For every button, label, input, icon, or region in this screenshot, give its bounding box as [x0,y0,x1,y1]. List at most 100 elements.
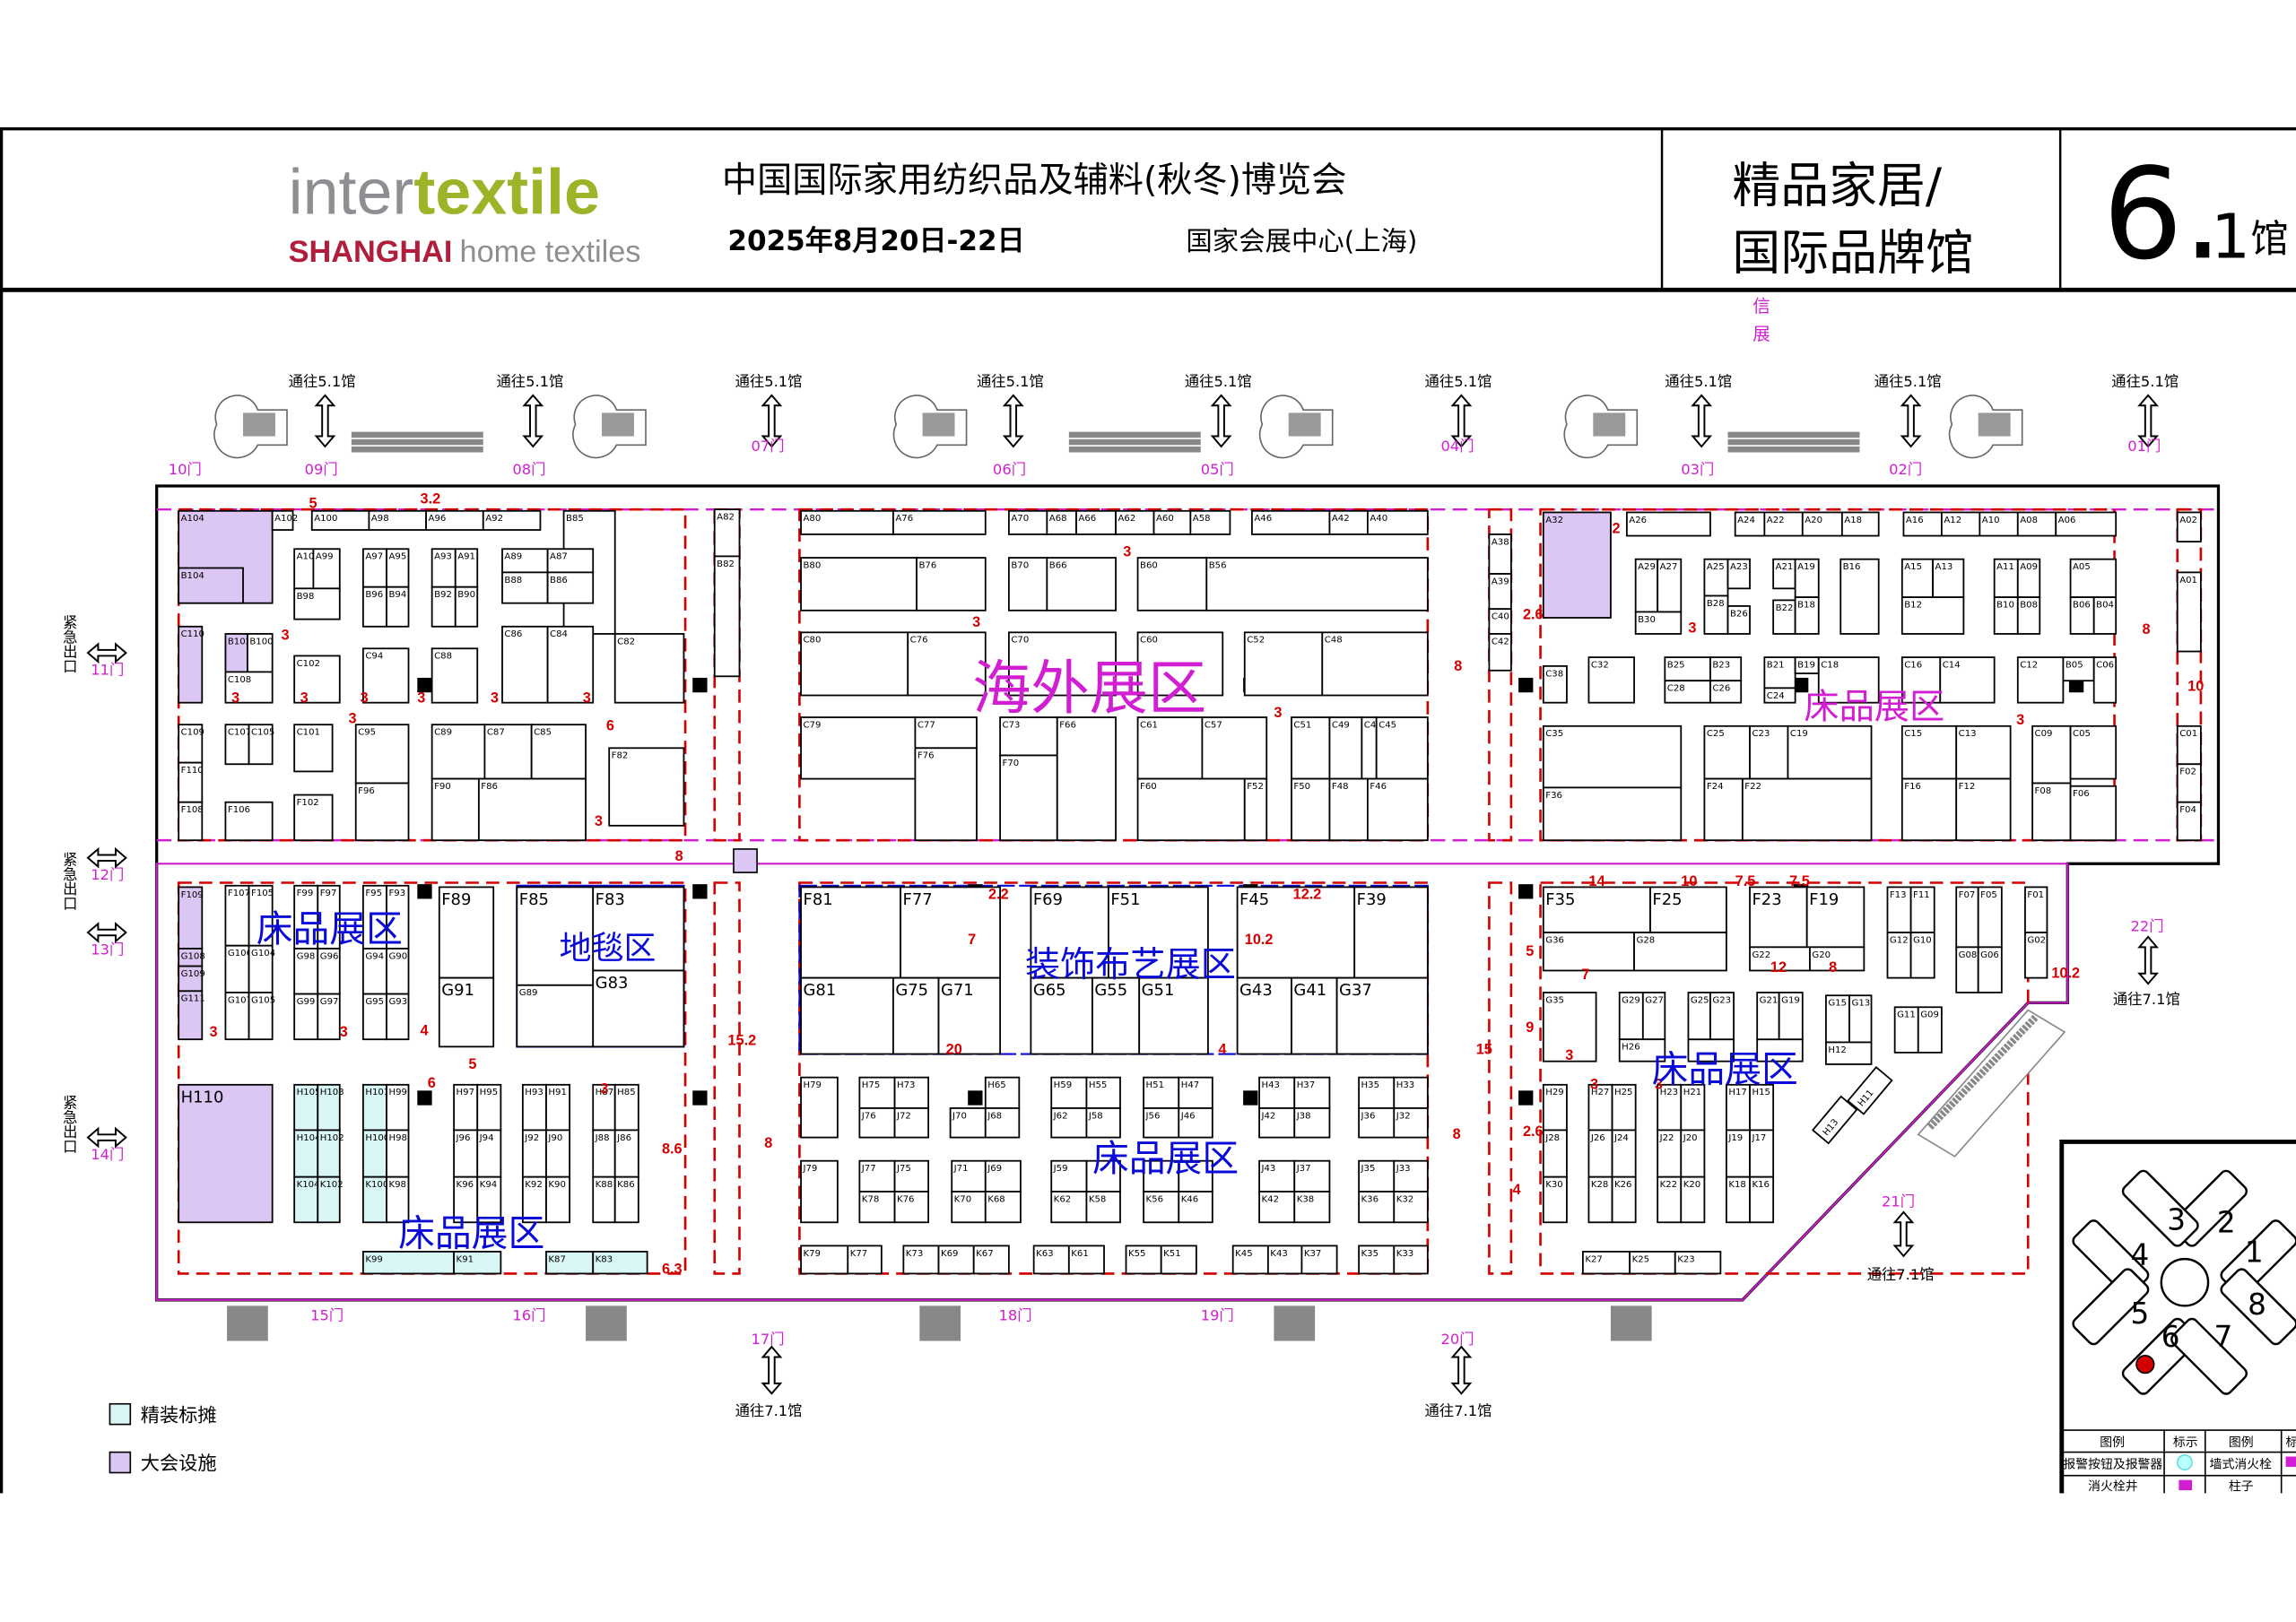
booth-h29[interactable]: H29 [1542,1083,1568,1132]
booth-f76[interactable]: F76 [914,747,978,842]
booth-h93[interactable]: H93 [521,1083,547,1132]
booth-f70[interactable]: F70 [999,754,1058,842]
booth-h51[interactable]: H51 [1143,1076,1180,1109]
booth-j58[interactable]: J58 [1085,1107,1121,1139]
booth-h43[interactable]: H43 [1258,1076,1296,1109]
booth-h15[interactable]: H15 [1749,1083,1775,1132]
booth-k98[interactable]: K98 [386,1175,410,1224]
booth-a29[interactable]: A29 [1634,558,1659,613]
booth-f39[interactable]: F39 [1353,886,1429,979]
booth-b70[interactable]: B70 [1008,557,1048,612]
booth-b30[interactable]: B30 [1634,611,1683,635]
booth-k32[interactable]: K32 [1393,1191,1429,1224]
booth-c80[interactable]: C80 [800,631,909,697]
booth-a13[interactable]: A13 [1932,558,1965,599]
booth-k30[interactable]: K30 [1542,1175,1568,1224]
booth-b86[interactable]: B86 [546,571,595,604]
booth-c15[interactable]: C15 [1900,724,1958,780]
booth-f23[interactable]: F23 [1749,886,1808,949]
booth-j35[interactable]: J35 [1358,1159,1396,1193]
booth-k77[interactable]: K77 [847,1245,883,1275]
booth-c94[interactable]: C94 [362,647,410,704]
booth-b56[interactable]: B56 [1205,557,1429,612]
booth-f102[interactable]: F102 [293,794,334,842]
booth-k20[interactable]: K20 [1680,1175,1706,1224]
booth-g36[interactable]: G36 [1542,932,1635,972]
booth-g41[interactable]: G41 [1291,976,1338,1055]
booth-k26[interactable]: K26 [1611,1175,1637,1224]
booth-j88[interactable]: J88 [592,1129,616,1178]
booth-f02[interactable]: F02 [2176,763,2202,803]
booth-f60[interactable]: F60 [1136,777,1246,842]
booth-h79[interactable]: H79 [800,1076,839,1139]
booth-c105[interactable]: C105 [248,724,275,766]
booth-k91[interactable]: K91 [453,1251,502,1275]
booth-f109[interactable]: F109 [178,886,204,950]
booth-h12[interactable]: H12 [1825,1041,1873,1065]
booth-h25[interactable]: H25 [1611,1083,1637,1132]
booth-a21[interactable]: A21 [1772,558,1796,590]
booth-h26[interactable]: H26 [1618,1038,1666,1063]
booth-g96[interactable]: G96 [317,948,341,995]
booth-a89[interactable]: A89 [501,548,549,574]
booth-c61[interactable]: C61 [1136,716,1204,780]
booth-j68[interactable]: J68 [984,1107,1021,1139]
booth-j42[interactable]: J42 [1258,1107,1296,1139]
booth-a93[interactable]: A93 [430,548,457,588]
booth-j22[interactable]: J22 [1657,1129,1683,1178]
booth-k51[interactable]: K51 [1160,1245,1197,1275]
booth-j36[interactable]: J36 [1358,1107,1396,1139]
booth-b12[interactable]: B12 [1900,596,1965,635]
booth-c24[interactable]: C24 [1763,687,1796,704]
booth-c88[interactable]: C88 [430,647,479,704]
booth-a39[interactable]: A39 [1488,573,1512,611]
booth-c101[interactable]: C101 [293,724,334,773]
booth-a58[interactable]: A58 [1189,509,1231,535]
booth-a68[interactable]: A68 [1046,509,1077,535]
booth-g75[interactable]: G75 [892,976,940,1055]
booth-c109[interactable]: C109 [178,724,204,764]
booth-a26[interactable]: A26 [1625,511,1711,537]
booth-a62[interactable]: A62 [1115,509,1155,535]
booth-g43[interactable]: G43 [1236,976,1292,1055]
booth-f90[interactable]: F90 [430,777,480,842]
booth-h85[interactable]: H85 [613,1083,639,1132]
booth-c12[interactable]: C12 [2016,656,2065,704]
booth-b16[interactable]: B16 [1839,558,1880,635]
booth-j62[interactable]: J62 [1050,1107,1088,1139]
booth-g95[interactable]: G95 [362,993,387,1041]
booth-j75[interactable]: J75 [893,1159,929,1193]
booth-g21[interactable]: G21 [1756,992,1780,1041]
booth-g25[interactable]: G25 [1687,992,1711,1041]
booth-g93[interactable]: G93 [386,993,410,1041]
booth-c85[interactable]: C85 [530,724,587,780]
booth-b26[interactable]: B26 [1726,605,1751,635]
booth-k25[interactable]: K25 [1629,1251,1676,1275]
booth-k69[interactable]: K69 [937,1245,975,1275]
booth-c28[interactable]: C28 [1664,680,1711,704]
booth-a38[interactable]: A38 [1488,533,1512,575]
booth-b05[interactable]: B05 [2062,656,2095,682]
booth-f25[interactable]: F25 [1649,886,1727,933]
booth-g19[interactable]: G19 [1778,992,1804,1041]
booth-a11[interactable]: A11 [1993,558,2019,599]
booth-k70[interactable]: K70 [951,1191,987,1224]
booth-k86[interactable]: K86 [613,1175,639,1224]
booth-h103[interactable]: H103 [317,1083,344,1132]
booth-c35[interactable]: C35 [1542,724,1683,789]
booth-g02[interactable]: G02 [2024,932,2048,979]
booth-f81[interactable]: F81 [800,886,901,979]
booth-c76[interactable]: C76 [907,631,987,697]
booth-h75[interactable]: H75 [858,1076,896,1109]
booth-h95[interactable]: H95 [476,1083,502,1132]
booth-k68[interactable]: K68 [984,1191,1022,1224]
booth-a98[interactable]: A98 [368,509,427,531]
booth-j56[interactable]: J56 [1143,1107,1180,1139]
booth-j17[interactable]: J17 [1749,1129,1775,1178]
booth-j71[interactable]: J71 [951,1159,987,1193]
booth-f07[interactable]: F07 [1955,886,1979,949]
booth-j46[interactable]: J46 [1178,1107,1213,1139]
booth-k61[interactable]: K61 [1067,1245,1105,1275]
booth-a70[interactable]: A70 [1008,509,1048,535]
booth-a80[interactable]: A80 [800,509,894,535]
